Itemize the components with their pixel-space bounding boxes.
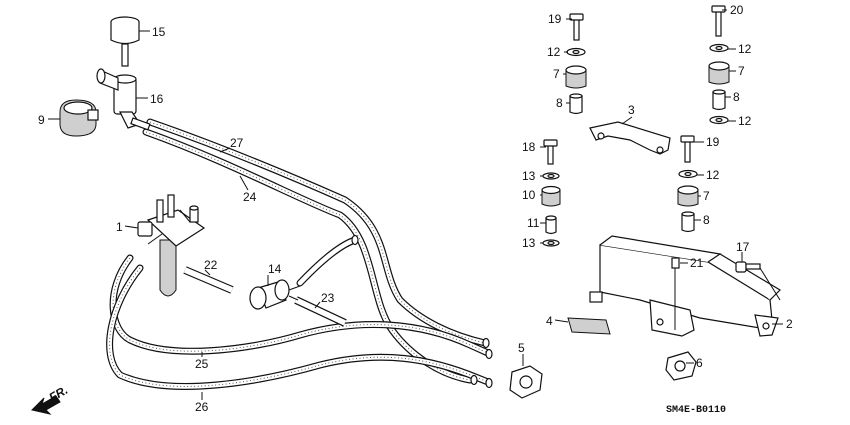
callout-23: 23: [321, 291, 335, 305]
front-arrow-icon: FR.: [31, 383, 70, 415]
callout-13-lower: 13: [522, 236, 536, 250]
callout-11: 11: [527, 216, 540, 230]
hose-27: [146, 118, 489, 347]
callout-8-upper-right: 8: [733, 90, 740, 104]
callout-17: 17: [736, 240, 750, 254]
callout-9: 9: [38, 113, 45, 127]
callout-21: 21: [690, 256, 704, 270]
callout-25: 25: [195, 357, 209, 371]
actuator-16: [96, 68, 151, 131]
bolt-21: [671, 257, 680, 330]
bolt-17: [735, 261, 781, 301]
mount-stack-upper-right: [708, 5, 730, 125]
callout-6: 6: [696, 356, 703, 370]
mount-stack-lower-left: [541, 139, 561, 247]
filter-14: [249, 279, 301, 310]
callout-14: 14: [268, 262, 282, 276]
callout-3: 3: [628, 103, 635, 117]
seal-4: [567, 317, 611, 335]
callout-27: 27: [230, 136, 244, 150]
callout-19-upper: 19: [548, 12, 562, 26]
callout-16: 16: [150, 92, 164, 106]
callout-18: 18: [522, 140, 536, 154]
callout-5: 5: [518, 341, 525, 355]
callout-2: 2: [786, 317, 793, 331]
clip-9: [59, 99, 99, 137]
tube-23: [294, 296, 347, 327]
callouts: 15 16 9 27 24 1 22 14 23 25 26 5 4 6 2 1…: [38, 3, 793, 414]
clamp-5: [509, 365, 543, 399]
callout-13-upper: 13: [522, 169, 536, 183]
callout-7-upper-right: 7: [738, 64, 745, 78]
callout-15: 15: [152, 25, 166, 39]
callout-1: 1: [116, 220, 123, 234]
callout-12-upper-left: 12: [547, 45, 561, 59]
hose-24: [142, 128, 474, 384]
callout-8-lower-right: 8: [703, 213, 710, 227]
tube-22: [183, 266, 234, 294]
callout-19-lower: 19: [706, 135, 720, 149]
mount-stack-lower-right: [677, 135, 699, 233]
callout-10: 10: [522, 188, 536, 202]
leader-lines: [48, 9, 783, 400]
drawing-code: SM4E-B0110: [666, 405, 726, 416]
callout-12-mid-right: 12: [738, 114, 752, 128]
callout-20: 20: [730, 3, 744, 17]
callout-7-upper-left: 7: [553, 67, 560, 81]
bracket-2: [589, 235, 781, 337]
knob-15: [110, 16, 140, 67]
callout-26: 26: [195, 400, 209, 414]
callout-4: 4: [546, 314, 553, 328]
callout-7-lower-right: 7: [703, 189, 710, 203]
valve-1: [137, 194, 206, 297]
callout-24: 24: [243, 190, 257, 204]
clamp-6: [665, 351, 697, 381]
hose-short-to-14: [296, 236, 359, 287]
hose-ends: [351, 234, 493, 389]
callout-12-lower-right: 12: [706, 168, 720, 182]
callout-8-upper-left: 8: [556, 96, 563, 110]
mount-stack-upper-left: [565, 13, 587, 115]
callout-22: 22: [204, 258, 218, 272]
callout-12-upper-right: 12: [738, 42, 752, 56]
hose-26: [106, 264, 492, 390]
bracket-3: [589, 121, 671, 155]
